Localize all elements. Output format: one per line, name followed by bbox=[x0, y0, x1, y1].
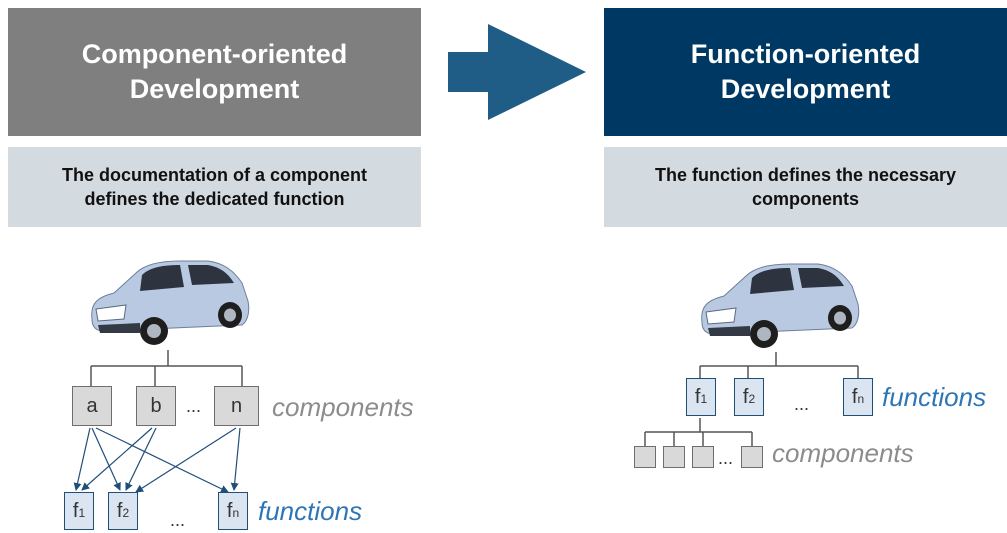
right-component-box-1 bbox=[634, 446, 656, 468]
right-component-box-n bbox=[741, 446, 763, 468]
component-function-arrows bbox=[73, 427, 241, 493]
component-label-n: n bbox=[230, 394, 243, 417]
right-subtitle-box: The function defines the necessary compo… bbox=[604, 147, 1007, 227]
left-subtitle-box: The documentation of a component defines… bbox=[8, 147, 421, 227]
left-subtitle: The documentation of a component defines… bbox=[62, 165, 367, 209]
car-image-right bbox=[701, 263, 860, 348]
right-components-ellipsis: ... bbox=[718, 448, 734, 468]
right-title-box: Function-oriented Development bbox=[604, 8, 1007, 136]
component-box-b: b bbox=[136, 386, 176, 426]
component-box-a: a bbox=[72, 386, 112, 426]
right-component-box-2 bbox=[663, 446, 685, 468]
right-arrow-icon bbox=[448, 24, 586, 120]
left-title-box: Component-oriented Development bbox=[8, 8, 421, 136]
right-functions-label: functions bbox=[882, 382, 987, 412]
left-title: Component-oriented Development bbox=[81, 39, 348, 104]
component-label-a: a bbox=[86, 394, 98, 417]
right-components-label: components bbox=[772, 438, 914, 468]
right-function-bracket bbox=[699, 352, 859, 378]
left-functions-label: functions bbox=[258, 496, 363, 526]
right-subtitle: The function defines the necessary compo… bbox=[654, 165, 957, 209]
right-component-box-3 bbox=[692, 446, 714, 468]
right-title: Function-oriented Development bbox=[690, 39, 921, 104]
left-components-label: components bbox=[272, 392, 414, 422]
left-components-ellipsis: ... bbox=[186, 396, 202, 416]
component-label-b: b bbox=[150, 394, 162, 417]
component-box-n: n bbox=[214, 386, 259, 426]
right-component-bracket bbox=[644, 418, 753, 446]
left-component-bracket bbox=[90, 350, 243, 386]
left-functions-ellipsis: ... bbox=[170, 510, 186, 530]
car-image-left bbox=[91, 260, 250, 345]
right-functions-ellipsis: ... bbox=[794, 394, 810, 414]
